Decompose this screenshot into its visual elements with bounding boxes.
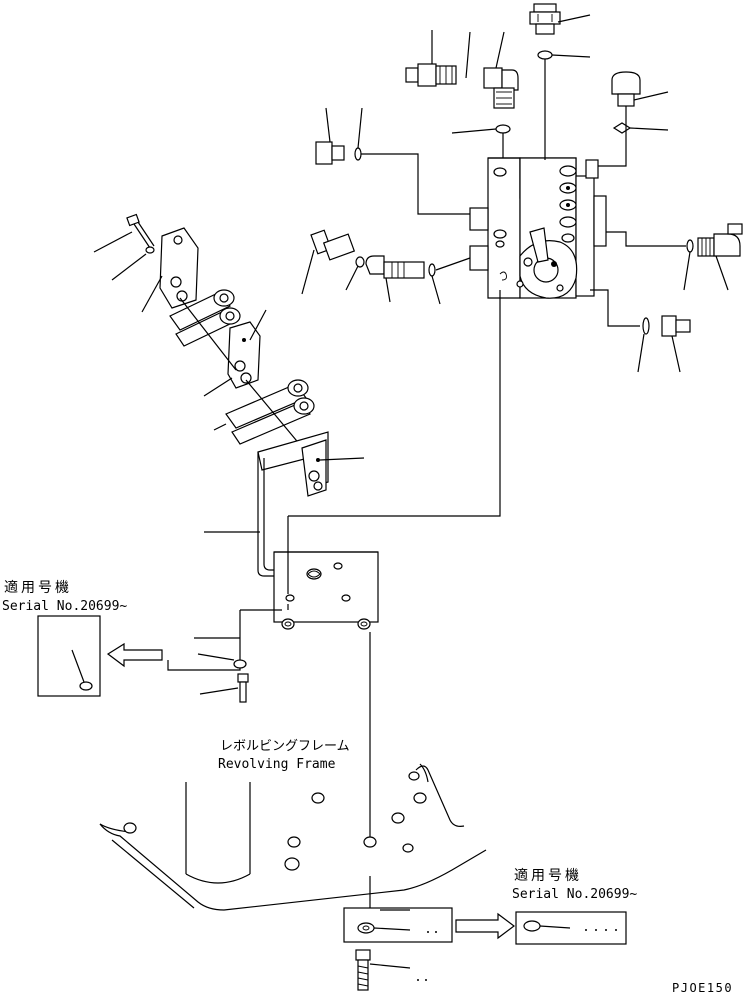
right-oring-part	[612, 122, 669, 134]
valve-block	[469, 59, 627, 299]
pressure-switch-part	[405, 30, 471, 87]
clamp-plate-middle	[203, 309, 267, 397]
elbow-fitting-part	[483, 31, 519, 109]
revolving-frame-label-jp: レボルビングフレーム	[220, 739, 350, 754]
top-oring-part	[537, 50, 591, 60]
top-nipple-part	[529, 3, 591, 35]
revolving-frame: レボルビングフレーム Revolving Frame	[99, 739, 487, 911]
hoses-lower	[213, 379, 315, 445]
center-fittings	[301, 229, 471, 305]
drawing-code: PJOE150	[672, 981, 733, 995]
bottom-inset-right: 適用号機 Serial No.20699~	[512, 867, 637, 945]
hoses-upper	[169, 289, 241, 347]
bottom-arrow	[455, 912, 515, 940]
hose-bracket	[257, 431, 365, 577]
tee-fitting-part	[315, 107, 470, 215]
applicable-models-label-left: 適用号機	[4, 579, 72, 596]
applicable-models-label-right: 適用号機	[514, 867, 582, 884]
mount-plate	[204, 290, 501, 838]
top-fittings	[405, 3, 669, 134]
hex-plug-part	[611, 71, 669, 107]
elbow-oring-part	[451, 124, 511, 134]
serial-number-label-right: Serial No.20699~	[512, 887, 637, 902]
serial-number-label-left: Serial No.20699~	[2, 599, 127, 614]
clamp-bolt-upper	[93, 213, 155, 281]
clamp-plate-upper	[141, 227, 199, 313]
hose-clamp-assembly	[93, 213, 365, 577]
revolving-frame-label-en: Revolving Frame	[218, 757, 336, 772]
right-elbow-part	[606, 223, 743, 291]
right-bolt-part	[590, 289, 691, 373]
bottom-inset-left	[343, 907, 453, 991]
left-serial-inset: 適用号機 Serial No.20699~	[2, 579, 282, 703]
